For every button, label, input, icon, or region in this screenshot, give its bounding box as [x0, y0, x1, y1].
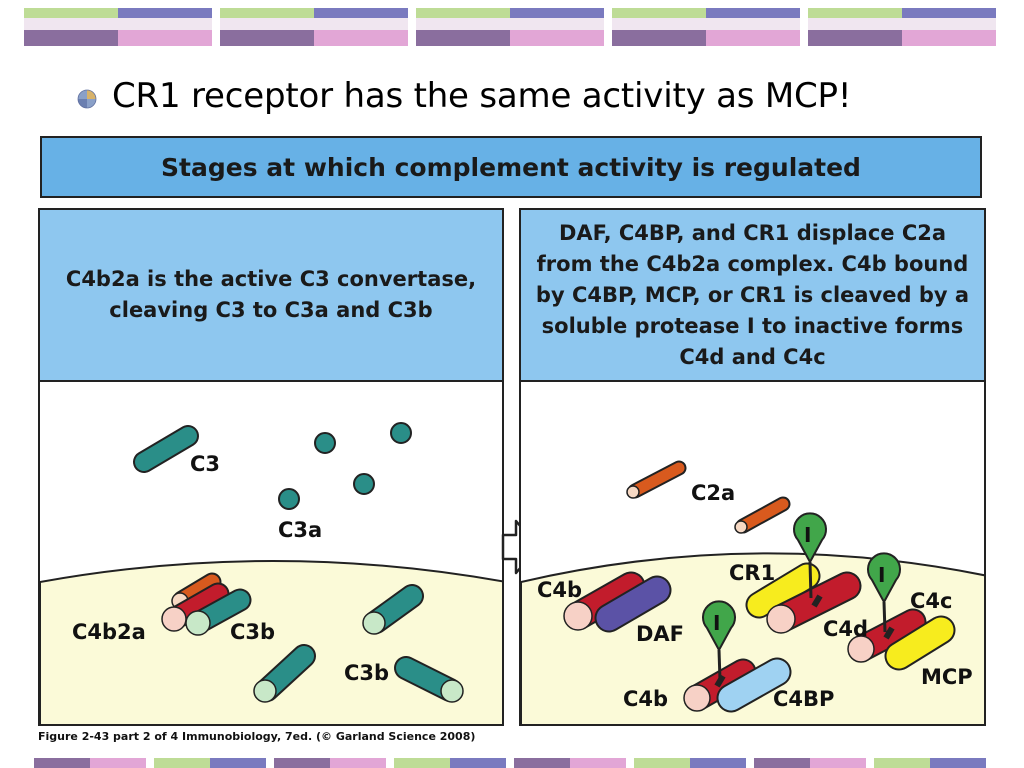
right-panel: C2a C4b DAF CR1 C4c C4d MCP C4b C4BP I I…	[519, 208, 986, 726]
c4b2a-c3-complex	[161, 572, 252, 636]
figure-credit: Figure 2-43 part 2 of 4 Immunobiology, 7…	[38, 730, 476, 743]
c3b-molecule	[394, 656, 464, 703]
left-panel-illustration: C3 C3a C4b2a C3b C3b	[40, 422, 502, 724]
label-protease-i: I	[878, 563, 885, 587]
figure-header: Stages at which complement activity is r…	[40, 136, 982, 198]
protease-i-marker	[702, 600, 736, 681]
label-c4b-top: C4b	[537, 578, 582, 602]
c3-molecule	[133, 425, 199, 473]
c3a-fragment	[278, 488, 300, 510]
label-c4d: C4d	[823, 617, 868, 641]
c3a-fragment	[390, 422, 412, 444]
label-mcp: MCP	[921, 665, 973, 689]
label-c3a: C3a	[278, 518, 322, 542]
protease-i-marker	[793, 512, 827, 599]
bottom-decorative-border	[34, 758, 986, 768]
label-c4bp: C4BP	[773, 687, 834, 711]
left-panel: C3 C3a C4b2a C3b C3b C4b2a is the active…	[38, 208, 504, 726]
c2a-fragment	[734, 496, 791, 534]
cr1-c4b-complex	[745, 562, 862, 634]
label-c3: C3	[190, 452, 220, 476]
label-protease-i: I	[713, 611, 720, 635]
label-c3b-attached: C3b	[230, 620, 275, 644]
label-c4b2a: C4b2a	[72, 620, 146, 644]
left-panel-caption: C4b2a is the active C3 convertase, cleav…	[40, 210, 502, 382]
complement-regulation-figure: Stages at which complement activity is r…	[34, 130, 990, 752]
c4bp-c4b-complex	[683, 657, 792, 713]
figure-header-text: Stages at which complement activity is r…	[161, 152, 861, 182]
protease-i-marker	[867, 552, 901, 633]
right-panel-caption: DAF, C4BP, and CR1 displace C2a from the…	[521, 210, 984, 382]
c4b-daf-complex	[563, 571, 672, 633]
c3b-molecule	[253, 644, 316, 703]
right-panel-illustration: C2a C4b DAF CR1 C4c C4d MCP C4b C4BP I I…	[521, 460, 984, 724]
label-daf: DAF	[636, 622, 684, 646]
label-c3b-free: C3b	[344, 661, 389, 685]
bullet-icon	[77, 89, 97, 109]
c3a-fragment	[314, 432, 336, 454]
c3a-fragment	[353, 473, 375, 495]
label-c2a: C2a	[691, 481, 735, 505]
c2a-fragment	[626, 460, 687, 499]
label-protease-i: I	[804, 523, 811, 547]
mcp-c4b-complex	[847, 608, 956, 671]
label-c4c: C4c	[910, 589, 952, 613]
top-decorative-border	[24, 8, 996, 46]
slide-title: CR1 receptor has the same activity as MC…	[112, 76, 852, 116]
c3b-molecule	[362, 584, 424, 635]
label-cr1: CR1	[729, 561, 775, 585]
label-c4b-bottom: C4b	[623, 687, 668, 711]
